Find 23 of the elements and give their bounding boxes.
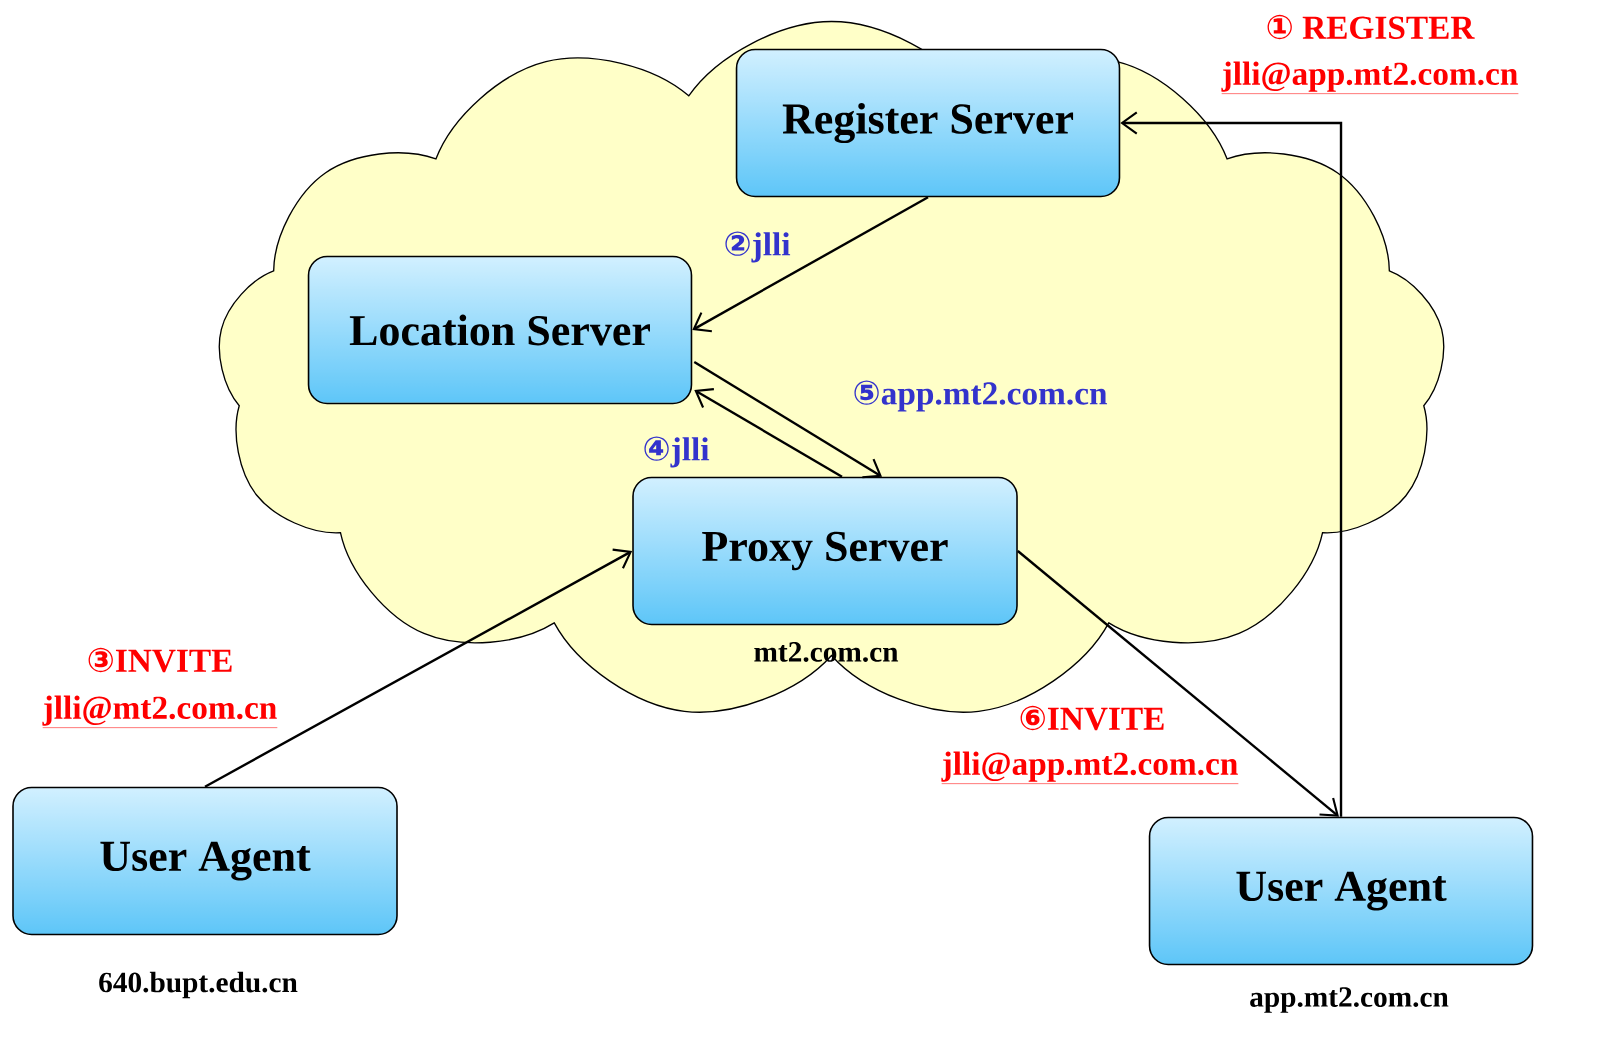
- server-box: Proxy Server: [632, 476, 1018, 626]
- server-box: User Agent: [12, 786, 398, 936]
- address-label: jlli@mt2.com.cn: [42, 695, 278, 728]
- edge-label: ⑥INVITE: [1020, 705, 1164, 731]
- address-label: jlli@app.mt2.com.cn: [941, 751, 1239, 784]
- server-box: Register Server: [735, 48, 1121, 198]
- domain-label: mt2.com.cn: [754, 642, 899, 662]
- server-box: Location Server: [307, 255, 693, 405]
- domain-label: 640.bupt.edu.cn: [99, 971, 298, 999]
- edge-label: ④jlli: [644, 436, 710, 468]
- edge-label: ① REGISTER: [1267, 14, 1475, 40]
- domain-label: app.mt2.com.cn: [1250, 987, 1449, 1013]
- arrow: [692, 196, 929, 333]
- edge-label: ⑤app.mt2.com.cn: [854, 380, 1108, 412]
- address-label: jlli@app.mt2.com.cn: [1221, 61, 1519, 94]
- arrow: [1017, 550, 1339, 817]
- arrow: [693, 361, 882, 479]
- arrow: [1120, 111, 1343, 817]
- server-box: User Agent: [1148, 816, 1534, 966]
- edge-label: ③INVITE: [88, 647, 232, 673]
- edge-label: ②jlli: [725, 231, 791, 263]
- arrow: [204, 548, 633, 788]
- arrow: [694, 388, 843, 478]
